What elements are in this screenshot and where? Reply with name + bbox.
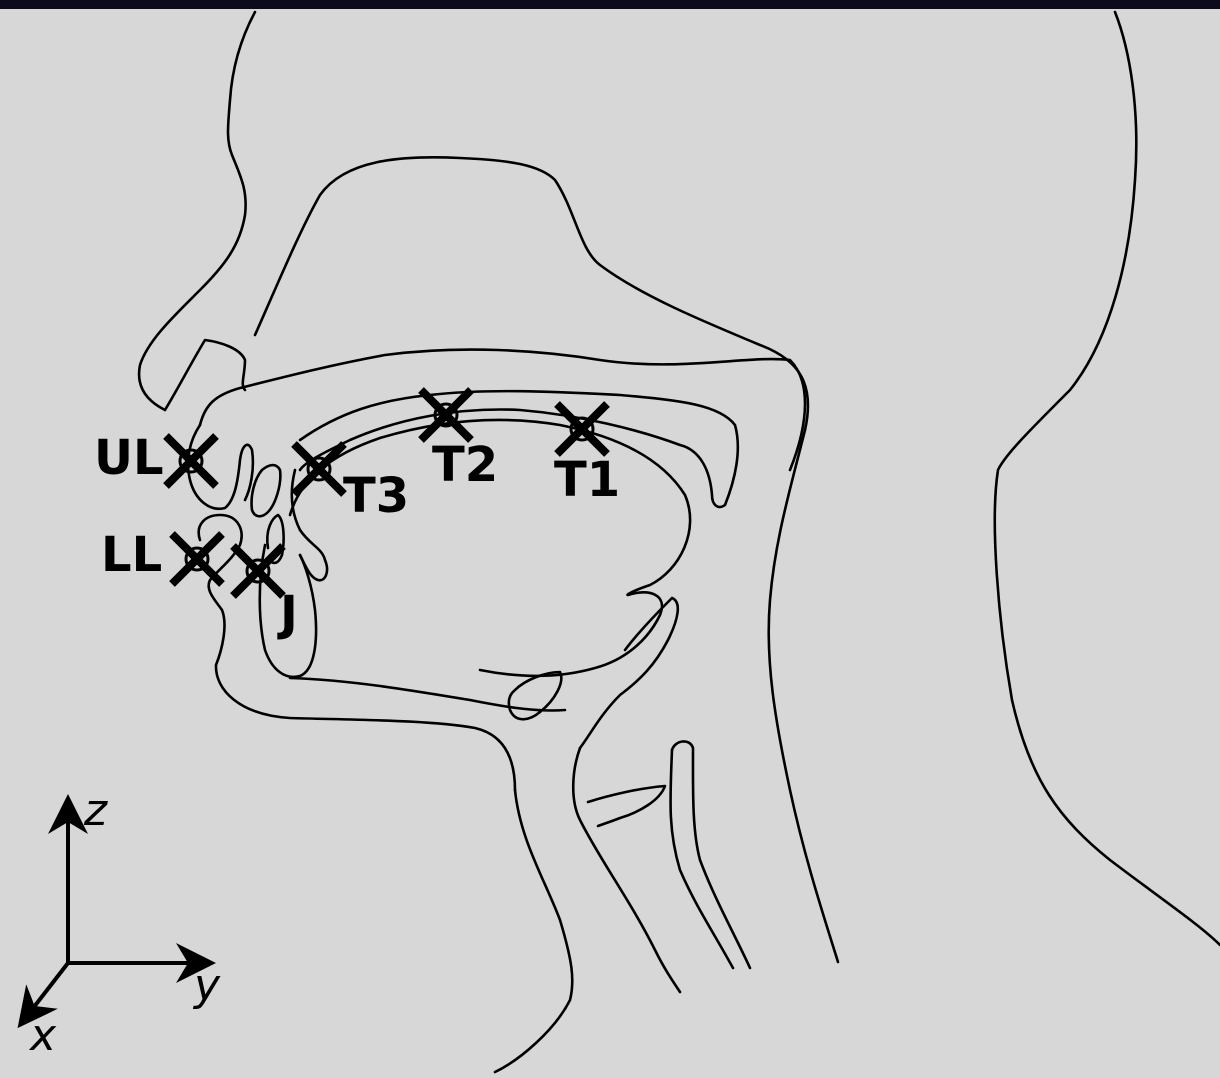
- sensor-j-marker: [233, 546, 283, 596]
- sensor-t2-label: T2: [432, 437, 498, 493]
- back-of-neck-outline: [995, 12, 1220, 945]
- vocal-folds-outline: [588, 786, 665, 826]
- trachea-outline: [672, 741, 750, 968]
- x-axis-label: x: [28, 1010, 57, 1061]
- sensor-ll-label: LL: [101, 527, 162, 583]
- sensor-ll-marker: [172, 534, 222, 584]
- sensor-t3-label: T3: [343, 468, 409, 524]
- hyoid-outline: [509, 672, 561, 719]
- sensor-ul-label: UL: [94, 430, 164, 486]
- nostril-outline: [165, 340, 245, 410]
- larynx-outline: [573, 748, 680, 992]
- sensor-t1-label: T1: [554, 452, 620, 508]
- sensor-j-label: J: [277, 586, 298, 642]
- sensor-t1-marker: [557, 404, 607, 454]
- trachea-inner-outline: [670, 750, 733, 968]
- y-axis-label: y: [192, 960, 221, 1011]
- neck-front-outline: [495, 790, 572, 1072]
- coordinate-axes: z y x: [20, 785, 221, 1061]
- head-outline: [139, 12, 1220, 1072]
- epiglottis-outline: [580, 598, 678, 748]
- z-axis-label: z: [83, 785, 108, 836]
- nasopharynx-outline: [255, 157, 808, 430]
- pharynx-back-wall: [769, 430, 838, 962]
- upper-incisor-outline: [252, 465, 281, 516]
